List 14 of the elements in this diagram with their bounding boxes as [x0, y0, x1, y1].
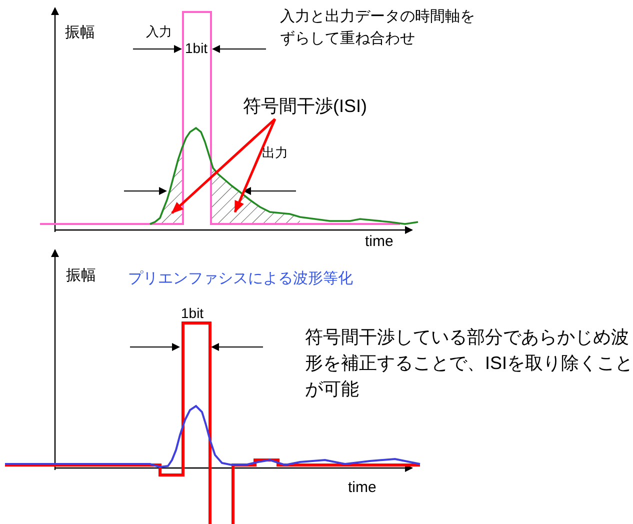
callout-label: 符号間干渉(ISI) — [243, 96, 367, 118]
axis-label: time — [365, 233, 394, 251]
axis-label: time — [348, 479, 376, 497]
output-label: 出力 — [262, 145, 288, 161]
note-text: 入力と出力データの時間軸をずらして重ね合わせ — [280, 7, 476, 49]
note-text: 符号間干渉している部分であらかじめ波形を補正することで、ISIを取り除くことが可能 — [305, 326, 633, 402]
arrow — [171, 118, 276, 214]
heading-text: プリエンファシスによる波形等化 — [128, 270, 353, 288]
width-label: 1bit — [185, 40, 208, 57]
width-label: 1bit — [181, 305, 204, 322]
arrow — [234, 118, 276, 213]
input-label: 入力 — [146, 24, 172, 40]
axis-label: 振幅 — [66, 267, 96, 285]
axis-label: 振幅 — [65, 24, 95, 42]
